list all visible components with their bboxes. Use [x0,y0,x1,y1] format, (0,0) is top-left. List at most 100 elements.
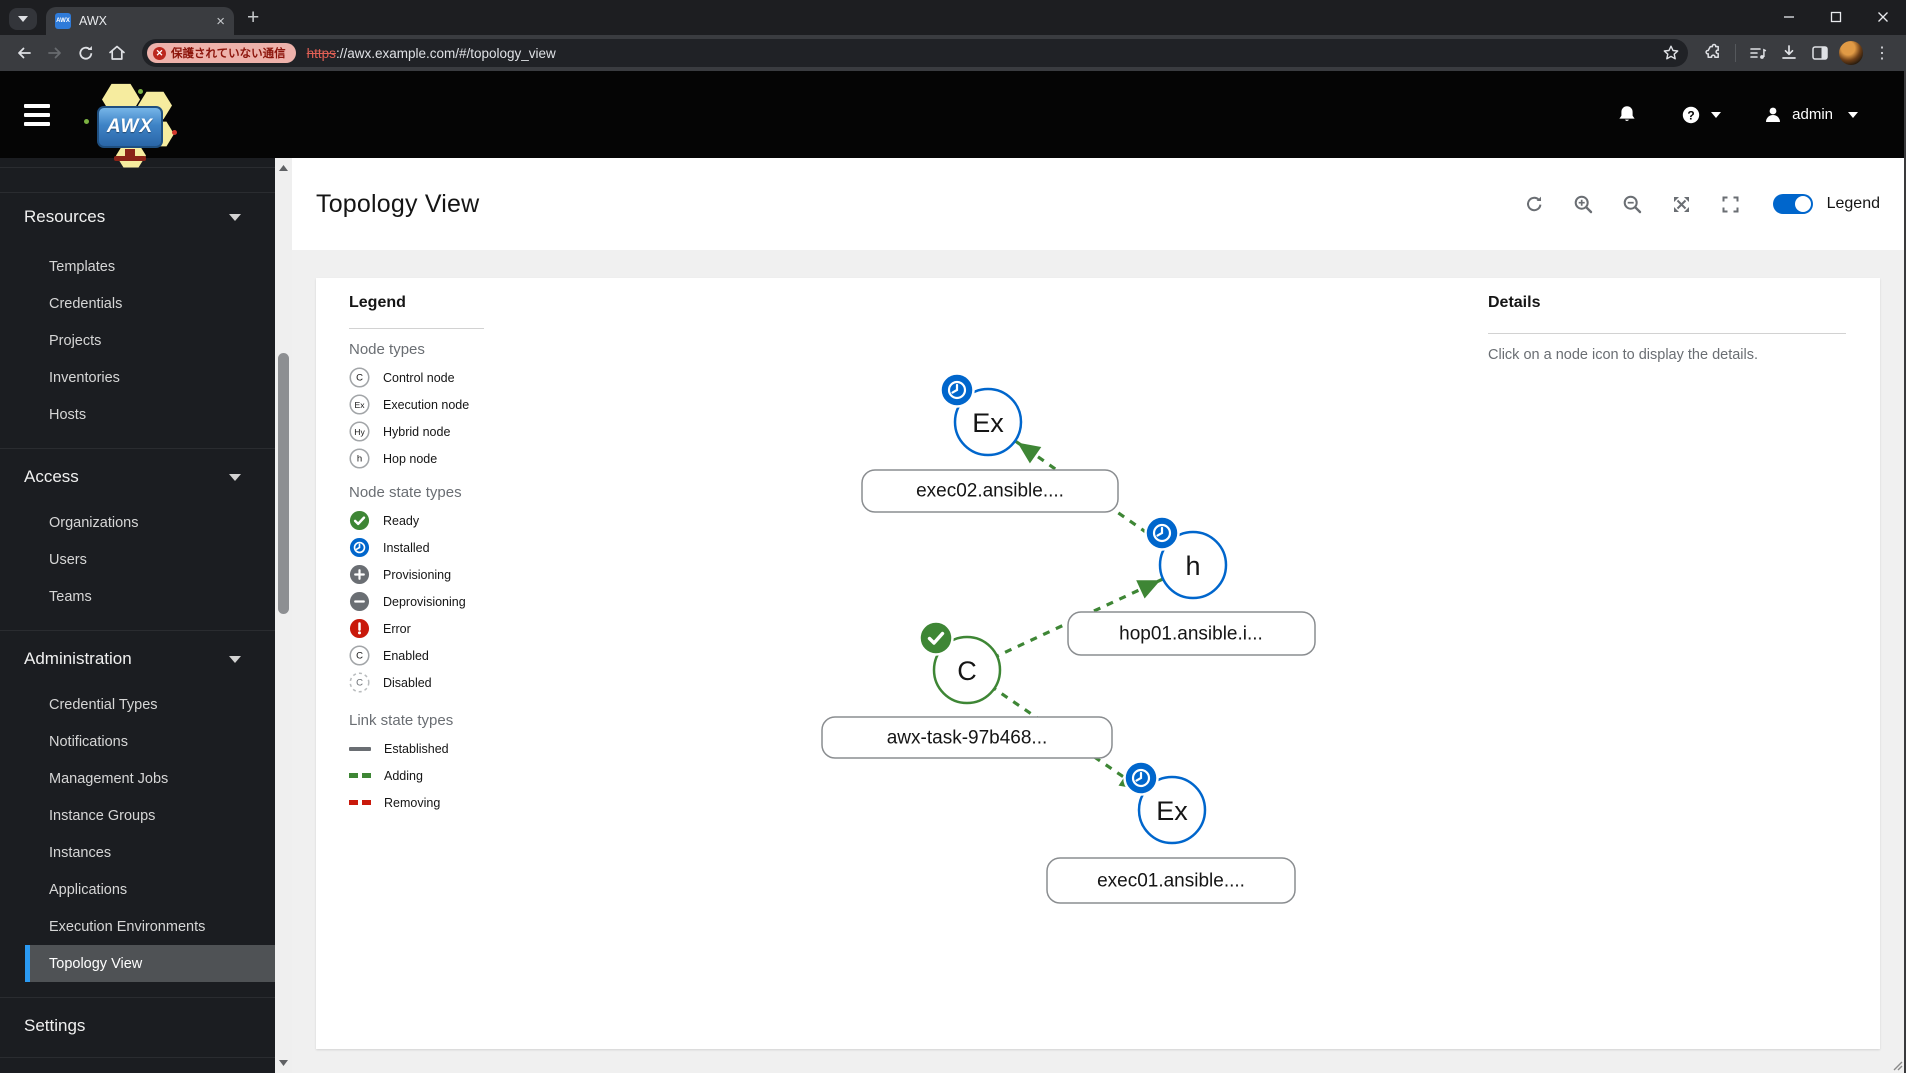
sidebar-item-applications[interactable]: Applications [49,881,128,898]
svg-text:C: C [356,650,363,661]
fullscreen-button[interactable] [1720,193,1742,215]
url-bar[interactable]: ✕ 保護されていない通信 https://awx.example.com/#/t… [142,39,1688,67]
enabled-state-icon: C [349,645,370,666]
logo-stand [125,148,135,157]
bookmark-star-icon[interactable] [1662,44,1680,62]
topology-graph[interactable]: exec02.ansible.... hop01.ansible.i... aw… [316,278,1880,1049]
topology-toolbar: Legend [1524,193,1880,215]
new-tab-button[interactable]: + [247,6,260,29]
zoom-out-button[interactable] [1622,193,1644,215]
sidebar-item-organizations[interactable]: Organizations [49,514,139,531]
awx-favicon: AWX [55,13,71,29]
site-security-chip[interactable]: ✕ 保護されていない通信 [147,43,296,63]
scrollbar-up-arrow[interactable] [275,160,292,176]
sidebar-scrollbar[interactable] [275,158,292,1073]
chevron-down-icon [1848,111,1858,118]
svg-text:C: C [957,656,977,686]
nav-group-administration: Administration Credential Types Notifica… [0,639,275,997]
url-rest: ://awx.example.com/#/topology_view [335,45,556,61]
browser-tab-strip: AWX AWX × + [0,0,1906,35]
svg-text:Ex: Ex [1156,796,1188,826]
scrollbar-down-arrow[interactable] [275,1055,292,1071]
side-panel-button[interactable] [1806,39,1834,67]
node-hop01[interactable]: h [1158,530,1228,600]
window-resize-grip[interactable] [1891,1059,1903,1071]
nav-group-label: Administration [24,649,132,668]
maximize-icon [1830,11,1841,22]
node-exec01[interactable]: Ex [1137,775,1207,845]
tab-title: AWX [79,14,108,28]
sidebar-item-inventories[interactable]: Inventories [49,369,120,386]
downloads-button[interactable] [1775,39,1803,67]
nav-group-toggle-administration[interactable]: Administration [0,639,275,679]
node-label-hop01: hop01.ansible.i... [1067,611,1316,656]
awx-logo[interactable]: AWX [82,83,178,168]
svg-text:?: ? [1687,108,1694,122]
legend-item-adding: Adding [349,762,579,789]
refresh-button[interactable] [1524,193,1546,215]
node-exec02[interactable]: Ex [953,387,1023,457]
sidebar-item-teams[interactable]: Teams [49,588,92,605]
profile-button[interactable] [1837,39,1865,67]
nav-group-settings: Settings [0,1006,275,1057]
reload-button[interactable] [72,39,100,67]
legend-panel: Legend Node types C Control node Ex [349,294,579,816]
sidebar-item-credential-types[interactable]: Credential Types [49,696,158,713]
chevron-down-icon [18,16,28,22]
nav-group-toggle-access[interactable]: Access [0,457,275,497]
page-header: Topology View [292,158,1906,250]
tab-close-icon[interactable]: × [216,12,225,30]
tab-search-button[interactable] [9,8,37,30]
sidebar-item-users[interactable]: Users [49,551,87,568]
profile-avatar [1839,41,1863,65]
awx-header: AWX ? admin [0,71,1906,168]
user-menu-button[interactable]: admin [1763,105,1858,125]
forward-button[interactable] [41,39,69,67]
node-label-exec02: exec02.ansible.... [861,469,1119,513]
svg-text:Ex: Ex [354,400,365,410]
security-chip-label: 保護されていない通信 [171,48,286,60]
sidebar-item-topology-view[interactable]: Topology View [25,945,275,982]
zoom-in-button[interactable] [1573,193,1595,215]
window-close-button[interactable] [1859,0,1906,33]
details-panel: Details Click on a node icon to display … [1488,294,1846,363]
sidebar-item-execution-environments[interactable]: Execution Environments [49,918,206,935]
sidebar-item-hosts[interactable]: Hosts [49,406,87,423]
url-text[interactable]: https://awx.example.com/#/topology_view [307,46,1662,61]
extensions-button[interactable] [1699,39,1727,67]
legend-toggle[interactable] [1772,194,1813,214]
sidebar-item-instances[interactable]: Instances [49,844,112,861]
provisioning-state-icon [349,564,370,585]
fit-to-screen-button[interactable] [1671,193,1693,215]
url-scheme: https [306,45,336,61]
sidebar-item-notifications[interactable]: Notifications [49,733,128,750]
bell-icon [1619,105,1635,121]
legend-item-deprovisioning: Deprovisioning [349,588,579,615]
link-arrowhead [1017,442,1042,464]
window-maximize-button[interactable] [1812,0,1859,33]
sidebar-item-projects[interactable]: Projects [49,332,102,349]
logo-dot-green [84,118,89,124]
chevron-down-icon [1711,111,1722,118]
browser-tab-awx[interactable]: AWX AWX × [46,7,234,35]
sidebar-item-credentials[interactable]: Credentials [49,295,123,312]
error-state-icon [349,618,370,639]
sidebar-item-templates[interactable]: Templates [49,258,116,275]
legend-item-execution-node: Ex Execution node [349,391,579,418]
legend-node-state-types-title: Node state types [349,484,462,501]
help-menu-button[interactable]: ? [1680,104,1722,126]
nav-toggle-button[interactable] [24,103,50,126]
scrollbar-thumb[interactable] [278,353,289,614]
browser-menu-button[interactable]: ⋮ [1868,39,1896,67]
nav-group-toggle-resources[interactable]: Resources [0,193,275,241]
home-button[interactable] [103,39,131,67]
reload-icon [79,46,93,60]
sidebar-item-management-jobs[interactable]: Management Jobs [49,770,169,787]
window-minimize-button[interactable] [1765,0,1812,33]
nav-group-toggle-settings[interactable]: Settings [0,1006,275,1046]
notifications-button[interactable] [1616,104,1638,126]
media-controls-button[interactable] [1744,39,1772,67]
node-awx-task[interactable]: C [932,635,1002,705]
back-button[interactable] [10,39,38,67]
sidebar-item-instance-groups[interactable]: Instance Groups [49,807,156,824]
